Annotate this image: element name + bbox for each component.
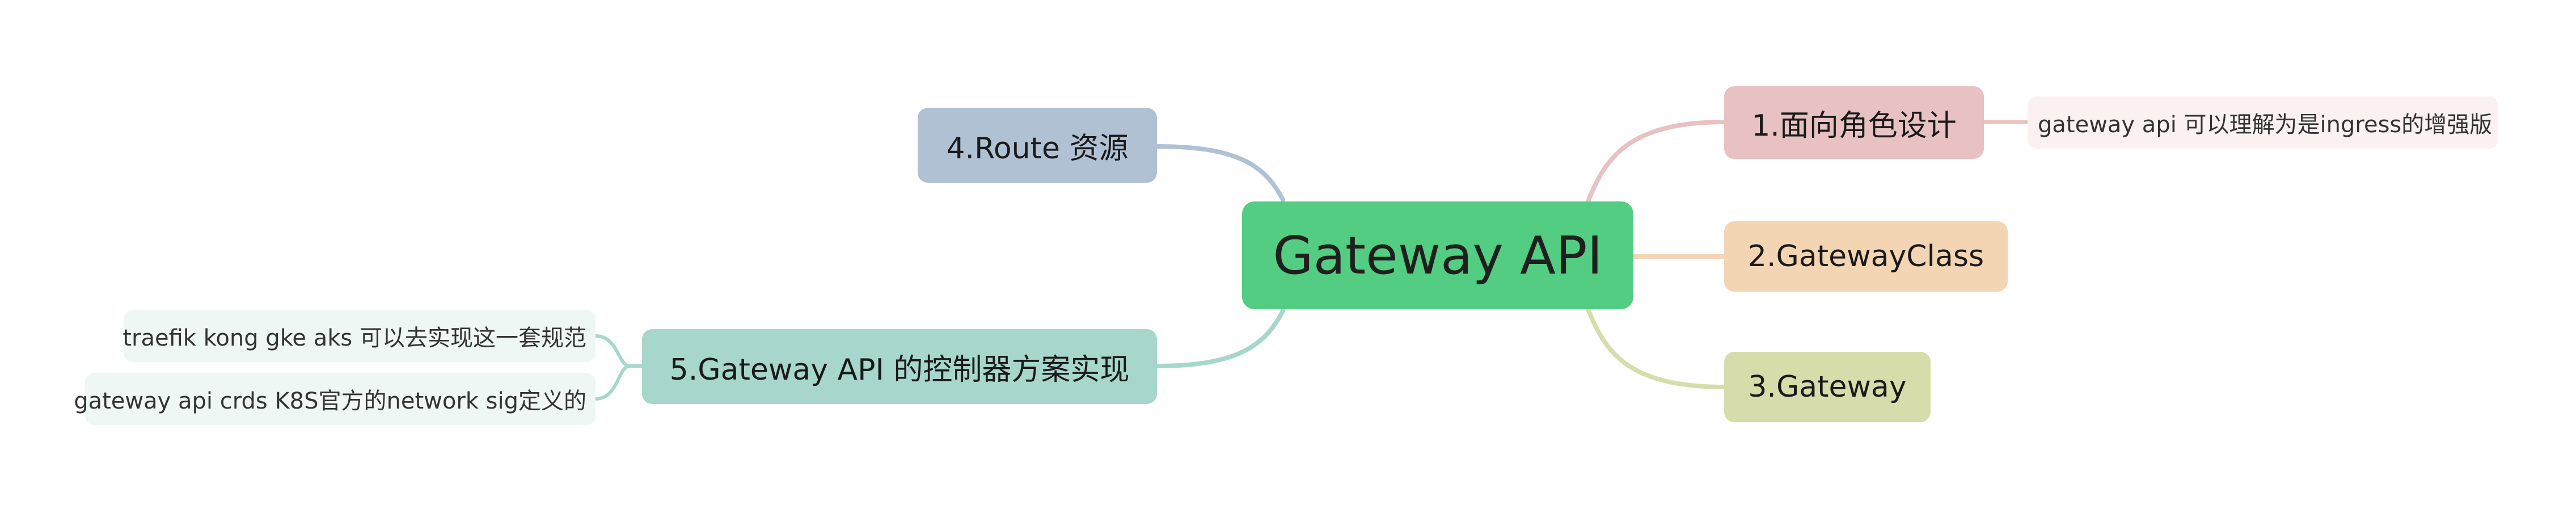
connector-branch-5-to-leaf-2	[594, 364, 631, 401]
connector-branch-5-to-leaf-1	[594, 334, 644, 368]
connector-root-to-branch-4	[1155, 144, 1285, 202]
branch-node-3[interactable]: 3.Gateway	[1724, 352, 1931, 422]
connector-root-to-branch-3	[1586, 307, 1726, 389]
leaf-node-implementations[interactable]: traefik kong gke aks 可以去实现这一套规范	[123, 310, 596, 362]
branch-node-5[interactable]: 5.Gateway API 的控制器方案实现	[642, 329, 1157, 404]
root-node[interactable]: Gateway API	[1242, 201, 1633, 309]
leaf-node-crds-note[interactable]: gateway api crds K8S官方的network sig定义的	[74, 373, 596, 425]
branch-node-2[interactable]: 2.GatewayClass	[1724, 221, 2008, 292]
connector-root-to-branch-1	[1586, 120, 1726, 204]
leaf-node-role-design-note[interactable]: gateway api 可以理解为是ingress的增强版	[2028, 96, 2498, 149]
branch-node-1[interactable]: 1.面向角色设计	[1724, 86, 1984, 159]
connector-root-to-branch-5	[1155, 309, 1285, 368]
branch-node-4[interactable]: 4.Route 资源	[918, 108, 1157, 183]
